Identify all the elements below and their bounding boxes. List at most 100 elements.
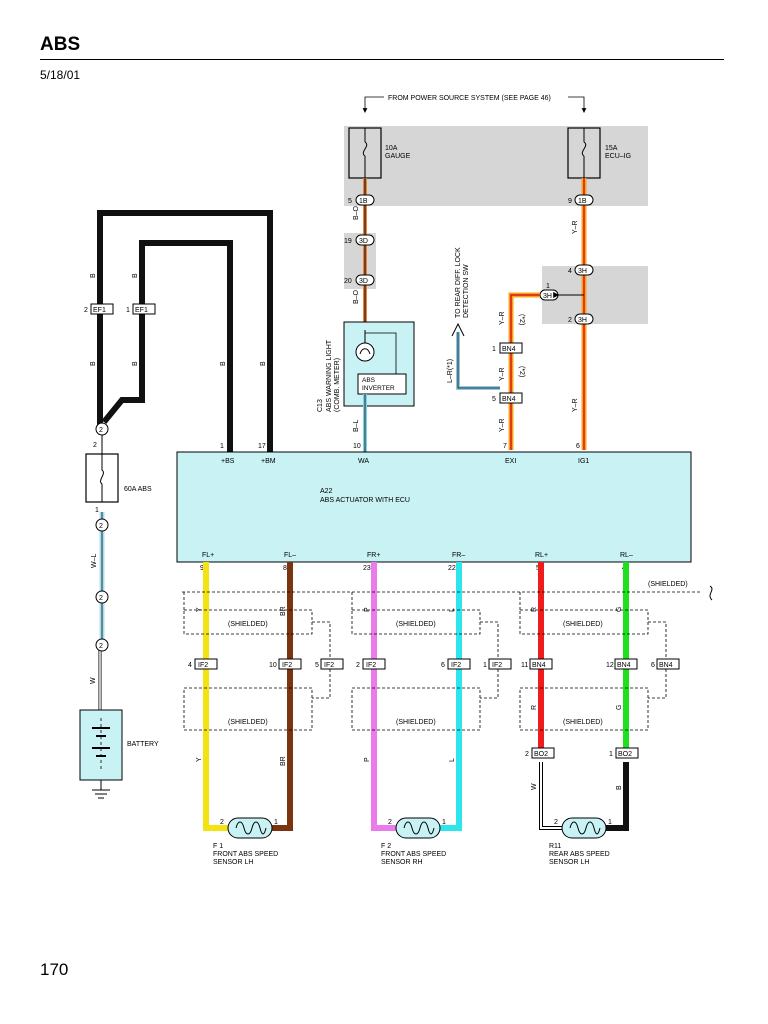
wire-b-joint bbox=[101, 305, 145, 424]
if2-5-label: IF2 bbox=[324, 662, 334, 669]
c3h-2 bbox=[574, 313, 594, 325]
ecu-term-fl-minus: FL– bbox=[284, 552, 296, 559]
shield-break-icon bbox=[709, 585, 713, 601]
bo2-2 bbox=[531, 747, 555, 759]
wire-br bbox=[272, 562, 293, 831]
if2-6-label: IF2 bbox=[451, 662, 461, 669]
fuse-gauge-name: GAUGE bbox=[385, 153, 411, 160]
label-p-1: P bbox=[364, 607, 371, 612]
shielded-rl-upper: (SHIELDED) bbox=[563, 621, 603, 628]
shield-drain-fl-lower bbox=[312, 669, 331, 699]
wire-l bbox=[440, 562, 462, 831]
ecu-term-ig1: IG1 bbox=[578, 458, 589, 465]
if2-10-label: IF2 bbox=[282, 662, 292, 669]
bn4-12 bbox=[614, 658, 638, 670]
if2-1-pin: 1 bbox=[483, 662, 487, 669]
sensor-f2-line1: FRONT ABS SPEED bbox=[381, 851, 446, 858]
shield-drain-rl bbox=[648, 621, 667, 660]
label-l-2: L bbox=[449, 758, 456, 762]
label-y-2: Y bbox=[196, 757, 203, 762]
junction-w-3-label: 2 bbox=[99, 643, 103, 650]
rear-diff-line1: TO REAR DIFF. LOCK bbox=[455, 247, 462, 318]
junction-w-1 bbox=[95, 518, 109, 532]
label-y-r-4: (*2) bbox=[518, 314, 525, 325]
c3d-19-label: 3D bbox=[359, 238, 368, 245]
if2-1-label: IF2 bbox=[492, 662, 502, 669]
bo2-1-pin: 1 bbox=[609, 751, 613, 758]
sensor-f1-line1: FRONT ABS SPEED bbox=[213, 851, 278, 858]
ecu-term-bm-pin: 17 bbox=[258, 443, 266, 450]
fuse-abs-bot-pin: 1 bbox=[95, 507, 99, 514]
c3h-4-pin: 4 bbox=[568, 268, 572, 275]
bn4-6 bbox=[656, 658, 680, 670]
bn4-11 bbox=[529, 658, 553, 670]
wire-w-rear bbox=[539, 762, 562, 830]
ecu-term-fr-minus-pin: 22 bbox=[448, 565, 456, 572]
label-b-o-1: B–O bbox=[353, 205, 360, 220]
junction-w-2-label: 2 bbox=[99, 595, 103, 602]
wire-b-inner bbox=[139, 240, 233, 452]
c1b-9 bbox=[574, 194, 594, 206]
sensor-r11-line1: REAR ABS SPEED bbox=[549, 851, 610, 858]
c3d-20-label: 3D bbox=[359, 278, 368, 285]
power-source-label: FROM POWER SOURCE SYSTEM (SEE PAGE 46) bbox=[388, 95, 551, 102]
shielded-rl-lower: (SHIELDED) bbox=[563, 719, 603, 726]
if2-4 bbox=[194, 658, 218, 670]
c3h-2-label: 3H bbox=[578, 317, 587, 324]
if2-2-label: IF2 bbox=[366, 662, 376, 669]
sensor-f1-coil-icon bbox=[235, 821, 267, 835]
shielded-fr-upper: (SHIELDED) bbox=[396, 621, 436, 628]
wire-w-rear-inner bbox=[540, 762, 562, 829]
sensor-r11-pin-left: 2 bbox=[554, 819, 558, 826]
label-r-1: R bbox=[531, 607, 538, 612]
cbn4-1 bbox=[499, 342, 523, 354]
if2-4-pin: 4 bbox=[188, 662, 192, 669]
junction-w-3 bbox=[95, 638, 109, 652]
meter-name-1: ABS WARNING LIGHT bbox=[326, 339, 333, 412]
ecu-term-bs: +BS bbox=[221, 458, 235, 465]
fuse-60a-abs-label: 60A ABS bbox=[124, 486, 152, 493]
c3d-20-pin: 20 bbox=[344, 278, 352, 285]
fuse-ecu-ig-icon bbox=[581, 128, 587, 178]
rear-diff-line2: DETECTION SW bbox=[463, 264, 470, 318]
c3d-19-pin: 19 bbox=[344, 238, 352, 245]
label-w-2: W bbox=[531, 783, 538, 790]
sensor-f2-pin-left: 2 bbox=[388, 819, 392, 826]
wire-p bbox=[371, 562, 396, 831]
sensor-r11-line2: SENSOR LH bbox=[549, 859, 589, 866]
if2-10 bbox=[278, 658, 302, 670]
meter-id: C13 bbox=[317, 399, 324, 412]
bo2-2-label: BO2 bbox=[534, 751, 548, 758]
c1b-9-label: 1B bbox=[578, 198, 587, 205]
sensor-f1-line2: SENSOR LH bbox=[213, 859, 253, 866]
ecu-term-bm: +BM bbox=[261, 458, 276, 465]
ecu-term-fl-plus: FL+ bbox=[202, 552, 214, 559]
c1b-9-pin: 9 bbox=[568, 198, 572, 205]
sensor-r11-id: R11 bbox=[549, 843, 561, 850]
abs-inverter bbox=[357, 373, 407, 395]
bn4-6-pin: 6 bbox=[651, 662, 655, 669]
label-p-2: P bbox=[364, 757, 371, 762]
fuse-60a-abs-icon bbox=[100, 454, 104, 502]
shielded-fr-lower: (SHIELDED) bbox=[396, 719, 436, 726]
label-y-r-1: Y–R bbox=[572, 220, 579, 234]
label-b-2: B bbox=[132, 273, 139, 278]
sensor-f2-line2: SENSOR RH bbox=[381, 859, 423, 866]
fuse-gauge-rating: 10A bbox=[385, 145, 398, 152]
ecu-term-exi: EXI bbox=[505, 458, 516, 465]
c3h-1-pin: 1 bbox=[546, 283, 550, 290]
meter-name-2: (COMB. METER) bbox=[334, 358, 341, 412]
label-br-1: BR bbox=[280, 606, 287, 616]
label-br-2: BR bbox=[280, 756, 287, 766]
label-y-r-2: Y–R bbox=[572, 398, 579, 412]
ecu-term-bs-pin: 1 bbox=[220, 443, 224, 450]
sensor-r11-coil-icon bbox=[569, 821, 601, 835]
shield-drain-fl bbox=[312, 621, 331, 660]
ef1-2 bbox=[90, 303, 114, 315]
sensor-r11-pin-right: 1 bbox=[608, 819, 612, 826]
cbn4-1-pin: 1 bbox=[492, 346, 496, 353]
ecu-name: ABS ACTUATOR WITH ECU bbox=[320, 497, 410, 504]
bn4-12-label: BN4 bbox=[617, 662, 631, 669]
label-y-r-7: Y–R bbox=[499, 418, 506, 432]
label-w: W bbox=[90, 677, 97, 684]
